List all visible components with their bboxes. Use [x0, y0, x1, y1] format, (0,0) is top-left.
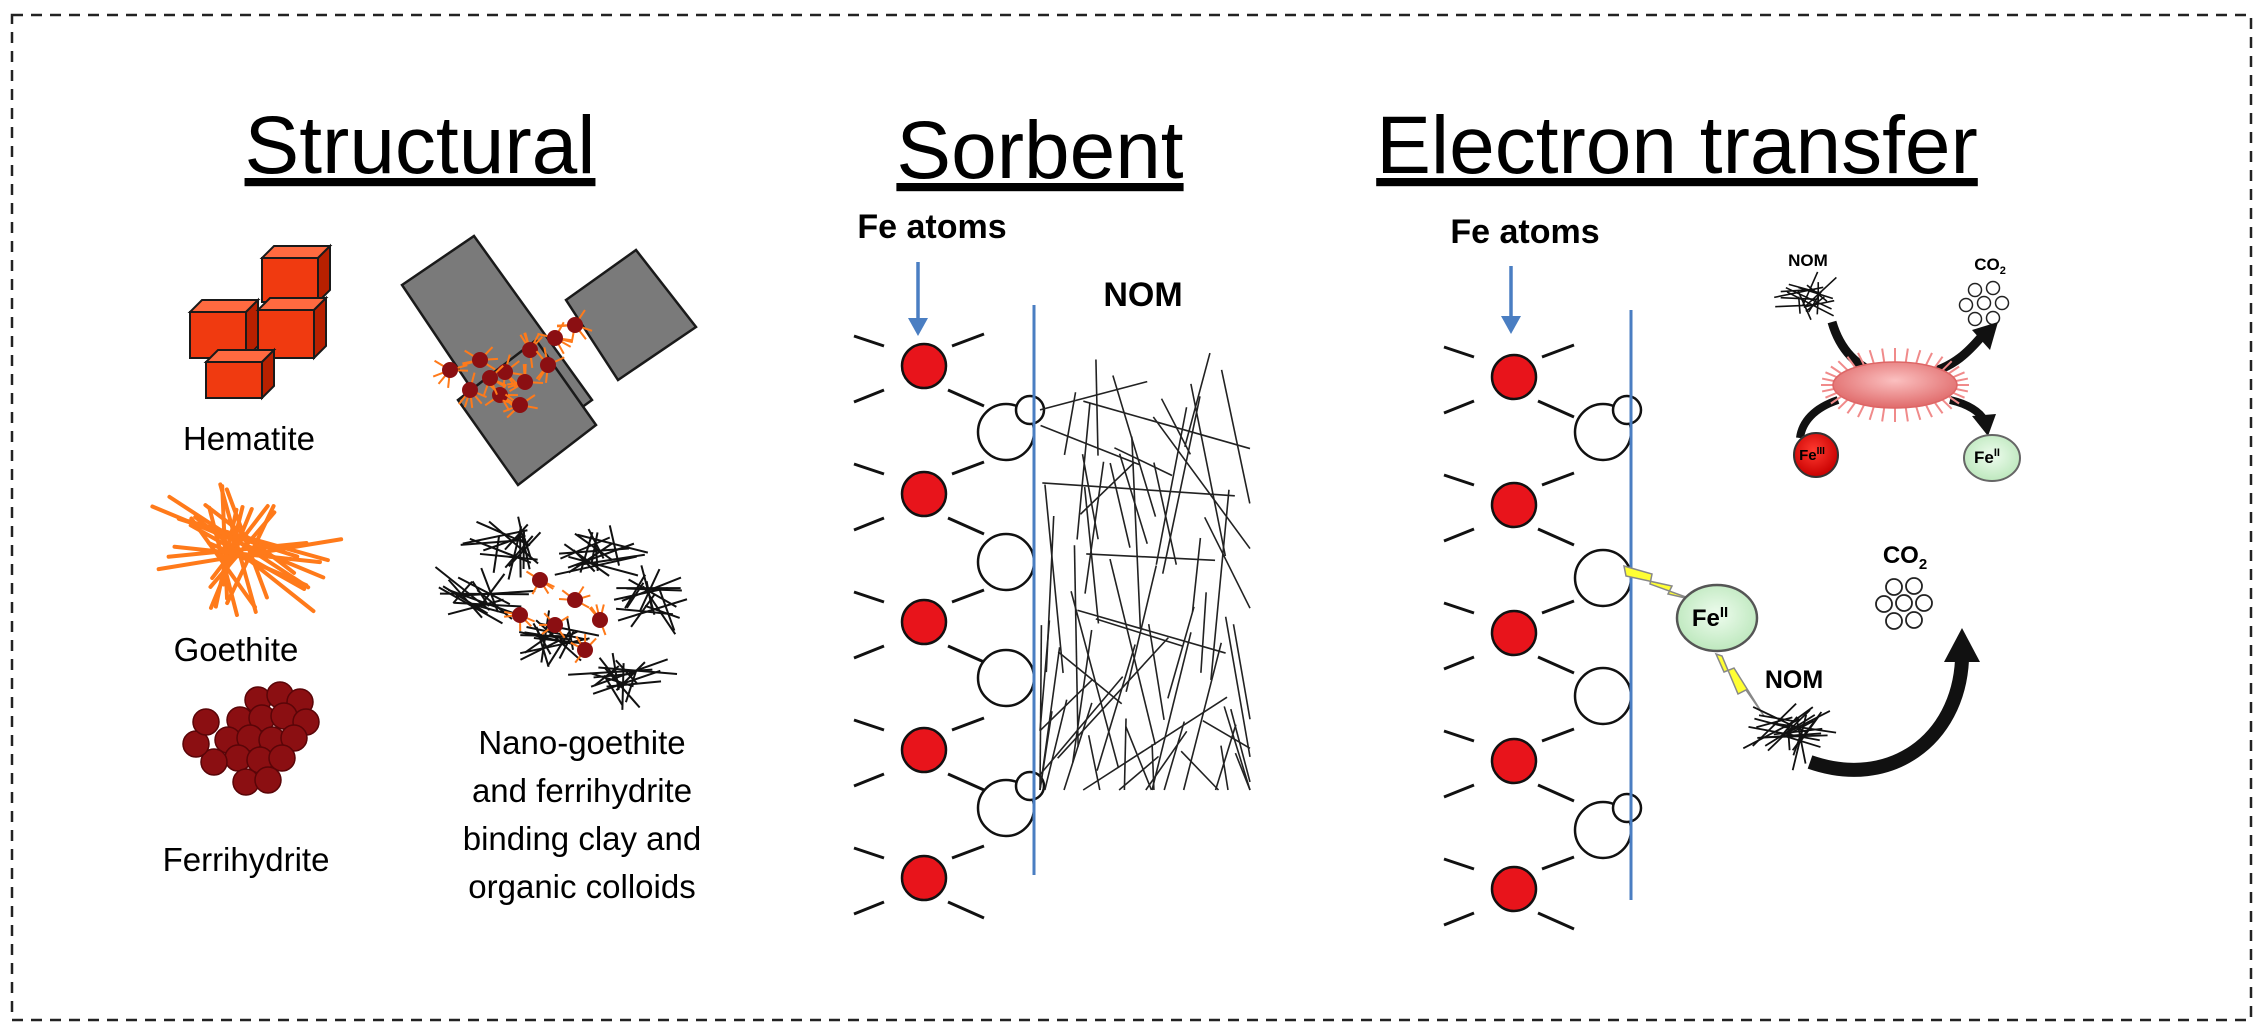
sorbent-fe-atoms-label: Fe atoms	[857, 208, 1006, 246]
ferrihydrite-spheres-icon	[182, 681, 320, 796]
structural-title: Structural	[245, 100, 596, 191]
small-nom-tangle-icon	[1774, 271, 1837, 321]
et-fe-atoms-label: Fe atoms	[1450, 213, 1599, 251]
et-co2-label: CO2	[1883, 542, 1927, 573]
nom-fibers-icon	[1039, 352, 1251, 791]
clay-plates-icon	[400, 234, 698, 487]
sorbent-title: Sorbent	[896, 105, 1183, 196]
co2-bubbles-icon	[1875, 577, 1933, 630]
lightning-bolt-icon-2	[1714, 652, 1765, 717]
svg-text:FeII: FeII	[1692, 604, 1728, 632]
electron-transfer-title: Electron transfer	[1376, 100, 1978, 191]
et-small-nom-label: NOM	[1788, 251, 1828, 270]
lightning-bolt-icon-1	[1623, 564, 1695, 601]
goethite-needles-icon	[150, 482, 344, 617]
fe2-small-ion-icon	[1963, 434, 2021, 482]
bacterium-icon	[1832, 361, 1958, 409]
nano-goethite-caption: Nano-goethite and ferrihydrite binding c…	[463, 724, 702, 905]
organic-colloid-aggregate-icon	[434, 516, 688, 710]
sorbent-arrow-icon	[908, 262, 928, 336]
ferrihydrite-label: Ferrihydrite	[163, 841, 330, 878]
sorbent-nom-label: NOM	[1103, 276, 1182, 314]
microbial-pathway: NOM CO2 FeIII FeII	[1774, 251, 2021, 482]
svg-text:binding clay and: binding clay and	[463, 820, 702, 857]
svg-text:FeIII: FeIII	[1799, 446, 1825, 464]
et-fe-lattice	[1443, 343, 1643, 931]
nano-particles-on-clay-icon	[432, 309, 593, 419]
abiotic-pathway: FeII NOM CO2	[1623, 542, 1980, 777]
svg-text:and ferrihydrite: and ferrihydrite	[472, 772, 692, 809]
dashed-frame	[10, 13, 2253, 1022]
small-co2-bubbles-icon	[1958, 280, 2010, 327]
et-arrow-icon	[1501, 266, 1521, 334]
et-nom-label: NOM	[1765, 666, 1823, 694]
svg-text:FeII: FeII	[1974, 447, 2000, 467]
hematite-label: Hematite	[183, 420, 315, 457]
svg-text:Nano-goethite: Nano-goethite	[478, 724, 685, 761]
svg-text:organic colloids: organic colloids	[468, 868, 695, 905]
et-small-co2-label: CO2	[1974, 255, 2006, 277]
nom-tangle-icon	[1742, 702, 1837, 771]
oxidation-arrow-icon	[1807, 659, 1969, 777]
fe2-ion-icon	[1675, 583, 1759, 653]
goethite-label: Goethite	[174, 631, 299, 668]
fe3-ion-icon	[1793, 432, 1839, 478]
hematite-cubes-icon	[187, 243, 333, 401]
sorbent-fe-lattice	[853, 332, 1046, 920]
